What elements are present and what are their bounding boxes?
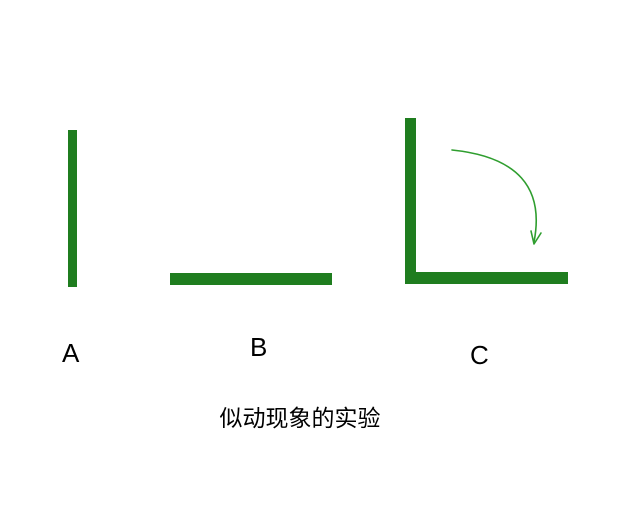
panel-label-a: A bbox=[62, 338, 80, 368]
vertical-bar-c bbox=[405, 118, 416, 284]
horizontal-bar-b bbox=[170, 273, 332, 285]
panel-label-c: C bbox=[470, 340, 489, 370]
horizontal-bar-c bbox=[405, 272, 568, 284]
panel-label-b: B bbox=[250, 332, 268, 362]
figure-caption: 似动现象的实验 bbox=[219, 406, 381, 431]
vertical-bar-a bbox=[68, 130, 77, 287]
